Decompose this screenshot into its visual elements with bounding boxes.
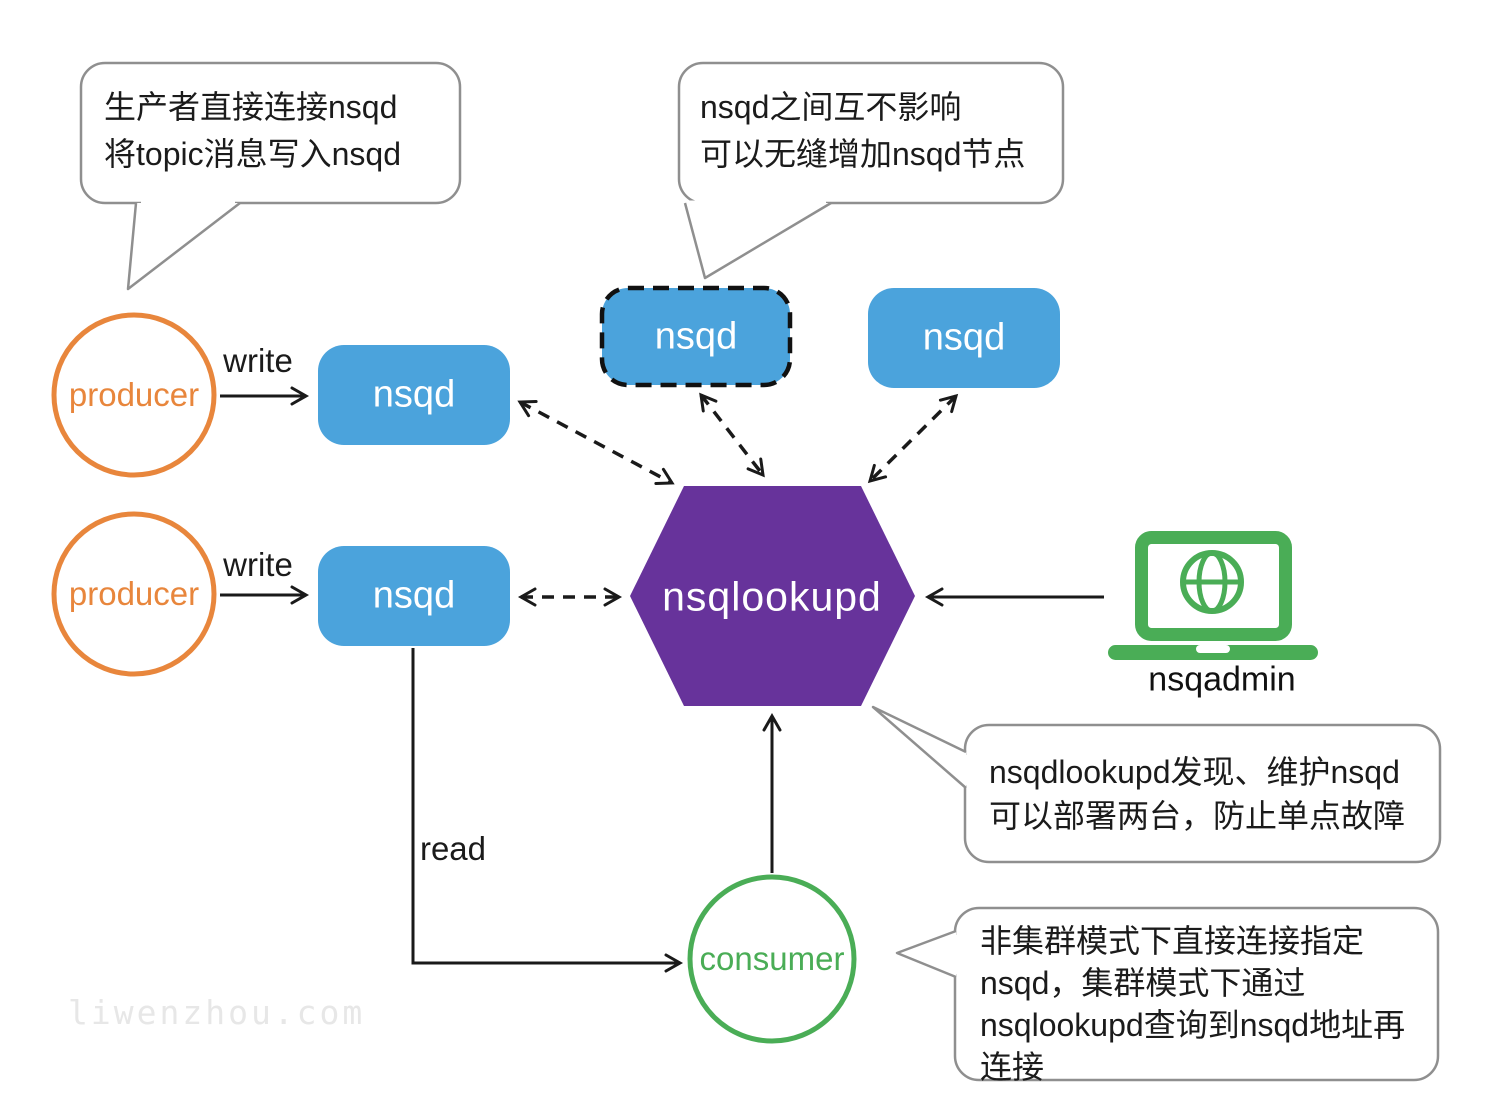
nsqd-left-top-label: nsqd — [372, 373, 456, 416]
nsqlookupd-hexagon — [630, 486, 915, 706]
nsqd-left-bottom-box — [318, 546, 510, 646]
nsqd-dashed-label: nsqd — [654, 315, 738, 358]
consumer-circle — [687, 874, 857, 1044]
lookupd-note-text: nsqdlookupd发现、维护nsqd 可以部署两台，防止单点故障 — [989, 754, 1406, 834]
nsqd-dashed-lookupd-dashed-arrow — [699, 392, 765, 478]
producer-note-text: 生产者直接连接nsqd 将topic消息写入nsqd — [104, 89, 401, 172]
consumer-label: consumer — [699, 940, 845, 977]
globe-icon — [1180, 550, 1244, 614]
nsqd-left-top-box — [318, 345, 510, 445]
write-label-bottom: write — [223, 546, 293, 583]
speech-bubble-producer-note — [79, 61, 462, 291]
consumer-note-text: 非集群模式下直接连接指定 nsqd，集群模式下通过 nsqlookupd查询到n… — [980, 923, 1406, 1085]
read-label: read — [419, 830, 487, 867]
watermark: liwenzhou.com — [68, 993, 366, 1032]
bubble-tail — [871, 705, 967, 789]
producer-bottom-circle — [51, 511, 217, 677]
nsqd-right-label: nsqd — [922, 316, 1006, 359]
bubble-tail — [126, 202, 241, 291]
speech-bubble-scale-note — [677, 61, 1065, 280]
nsqadmin-label: nsqadmin — [1148, 660, 1296, 699]
producer-bottom-label: producer — [68, 575, 200, 612]
speech-bubble-consumer-note — [895, 906, 1440, 1082]
nsqlookupd-label: nsqlookupd — [662, 573, 882, 620]
read-arrow — [411, 648, 684, 973]
nsqd-right-box — [868, 288, 1060, 388]
speech-bubble-lookupd-note — [871, 705, 1442, 864]
nsqd-right-lookupd-dashed-arrow — [867, 393, 959, 484]
scale-note-text: nsqd之间互不影响 可以无缝增加nsqd节点 — [700, 89, 1026, 172]
bubble-tail — [895, 929, 957, 979]
producer-top-circle — [51, 312, 217, 478]
producer-top-label: producer — [68, 376, 200, 413]
laptop-icon — [1108, 531, 1318, 660]
nsqd-dashed-box — [599, 285, 793, 388]
write-label-top: write — [223, 342, 293, 379]
nsqd1-lookupd-dashed-arrow — [517, 400, 675, 485]
nsqd-left-bottom-label: nsqd — [372, 574, 456, 617]
bubble-tail — [683, 201, 832, 280]
